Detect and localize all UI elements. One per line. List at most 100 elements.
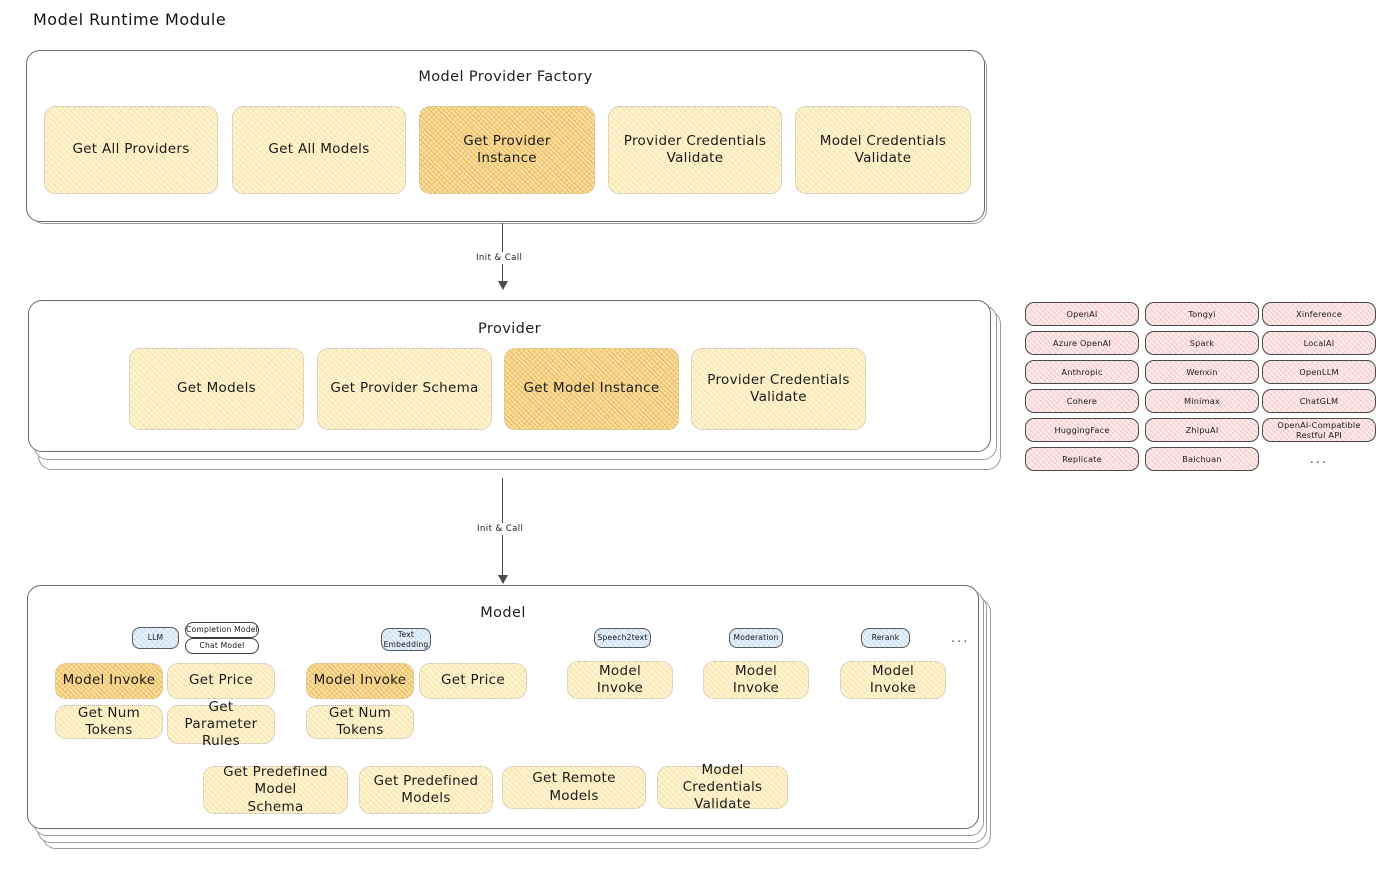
provider-chip-tongyi[interactable]: Tongyi (1145, 302, 1259, 326)
provider-node-get-model-instance[interactable]: Get Model Instance (504, 348, 679, 430)
node-label-line1: Provider Credentials (623, 132, 767, 149)
connector-1-arrowhead (498, 281, 508, 290)
provider-chip-openai[interactable]: OpenAI (1025, 302, 1139, 326)
chip-label: Tongyi (1188, 309, 1216, 319)
provider-chip-huggingface[interactable]: HuggingFace (1025, 418, 1139, 442)
model-text-embedding-node-get-num-tokens[interactable]: Get Num Tokens (306, 705, 414, 739)
provider-chip-wenxin[interactable]: Wenxin (1145, 360, 1259, 384)
model-shared-node-get-predefined-model-schema[interactable]: Get Predefined Model Schema (203, 764, 348, 815)
provider-title: Provider (478, 321, 541, 337)
node-label: Model Credentials Validate (820, 133, 946, 168)
node-label: Get Parameter Rules (174, 699, 268, 751)
node-label: Get Num Tokens (77, 704, 141, 738)
provider-chip-minimax[interactable]: Minimax (1145, 389, 1259, 413)
connector-2-arrowhead (498, 575, 508, 584)
node-label: Get Remote Models (532, 770, 616, 804)
node-label: Model Invoke (313, 672, 407, 689)
provider-chip-xinference[interactable]: Xinference (1262, 302, 1376, 326)
node-label: Get Price (441, 672, 505, 689)
provider-chip-openai-compatible-restful-api[interactable]: OpenAI-Compatible Restful API (1262, 418, 1376, 442)
node-label-line2: Instance (477, 150, 537, 166)
provider-chip-spark[interactable]: Spark (1145, 331, 1259, 355)
model-rerank-node-model-invoke[interactable]: Model Invoke (840, 661, 946, 699)
node-label: Model Invoke (869, 662, 917, 696)
node-label-line1: Get Predefined Model (223, 764, 328, 798)
chip-label: OpenAI-Compatible Restful API (1277, 420, 1361, 440)
model-llm-node-get-parameter-rules[interactable]: Get Parameter Rules (167, 699, 275, 749)
node-label: Get Provider Schema (330, 380, 479, 397)
model-llm-node-model-invoke[interactable]: Model Invoke (55, 663, 163, 699)
node-label: Model Invoke (596, 662, 644, 696)
provider-chip-azure-openai[interactable]: Azure OpenAI (1025, 331, 1139, 355)
provider-node-provider-credentials-validate[interactable]: Provider Credentials Validate (691, 348, 866, 430)
node-label-line2: Validate (854, 150, 912, 166)
badge-label-line1: Text (397, 630, 415, 640)
badge-label: Chat Model (199, 641, 245, 651)
model-moderation-node-model-invoke[interactable]: Model Invoke (703, 661, 809, 699)
model-group-subbadge-chat-model[interactable]: Chat Model (185, 638, 259, 654)
factory-node-get-all-models[interactable]: Get All Models (232, 106, 406, 194)
factory-node-provider-credentials-validate[interactable]: Provider Credentials Validate (608, 106, 782, 194)
factory-node-model-credentials-validate[interactable]: Model Credentials Validate (795, 106, 971, 194)
node-label: Get Provider Instance (463, 133, 551, 168)
provider-chip-zhipuai[interactable]: ZhipuAI (1145, 418, 1259, 442)
provider-chip-openllm[interactable]: OpenLLM (1262, 360, 1376, 384)
factory-node-get-provider-instance[interactable]: Get Provider Instance (419, 106, 595, 194)
node-label: Get Price (189, 672, 253, 689)
model-text-embedding-node-get-price[interactable]: Get Price (419, 663, 527, 699)
node-label: Get Predefined Models (374, 773, 479, 808)
node-label-line1: Model Credentials (819, 132, 947, 149)
node-label-line2: Validate (750, 389, 807, 405)
connector-2-label: Init & Call (473, 523, 528, 535)
chip-label: Cohere (1066, 396, 1098, 406)
model-group-subbadge-completion-model[interactable]: Completion Model (185, 622, 259, 638)
node-label-line1: Provider Credentials (707, 371, 850, 388)
chip-label: OpenAI (1066, 309, 1098, 319)
node-label-line2: Models (401, 790, 451, 806)
node-label-line1: Model Credentials (682, 761, 763, 795)
node-label: Provider Credentials Validate (624, 133, 766, 168)
model-group-badge-moderation[interactable]: Moderation (729, 628, 783, 648)
node-label: Get All Providers (72, 141, 190, 158)
model-group-badge-text-embedding[interactable]: Text Embedding (381, 628, 431, 651)
node-label: Provider Credentials Validate (707, 372, 849, 407)
node-label: Get Models (177, 380, 256, 397)
provider-chip-chatglm[interactable]: ChatGLM (1262, 389, 1376, 413)
node-label: Model Invoke (62, 672, 156, 689)
factory-node-get-all-providers[interactable]: Get All Providers (44, 106, 218, 194)
badge-label: Speech2text (597, 633, 648, 643)
provider-chip-localai[interactable]: LocalAI (1262, 331, 1376, 355)
badge-label: Moderation (733, 633, 779, 643)
node-label-line2: Rules (202, 733, 240, 750)
badge-label: Text Embedding (384, 630, 429, 649)
badge-label: Rerank (871, 633, 900, 643)
model-shared-node-model-credentials-validate[interactable]: Model Credentials Validate (657, 762, 788, 812)
provider-chip-more: ... (1262, 447, 1376, 471)
chip-label: Minimax (1183, 396, 1221, 406)
model-group-badge-speech2text[interactable]: Speech2text (594, 628, 651, 648)
chip-label: Xinference (1296, 309, 1342, 319)
provider-node-get-models[interactable]: Get Models (129, 348, 304, 430)
provider-node-get-provider-schema[interactable]: Get Provider Schema (317, 348, 492, 430)
factory-title: Model Provider Factory (418, 69, 593, 85)
node-label: Model Credentials Validate (664, 762, 781, 814)
chip-label: Anthropic (1061, 367, 1103, 377)
model-llm-node-get-num-tokens[interactable]: Get Num Tokens (55, 705, 163, 739)
provider-chip-cohere[interactable]: Cohere (1025, 389, 1139, 413)
model-group-badge-llm[interactable]: LLM (132, 627, 179, 649)
node-label: Model Invoke (732, 662, 780, 696)
model-groups-more-indicator: ... (951, 631, 970, 646)
model-llm-node-get-price[interactable]: Get Price (167, 663, 275, 699)
chip-label: ... (1309, 451, 1329, 467)
model-shared-node-get-predefined-models[interactable]: Get Predefined Models (359, 766, 493, 814)
model-speech2text-node-model-invoke[interactable]: Model Invoke (567, 661, 673, 699)
model-shared-node-get-remote-models[interactable]: Get Remote Models (502, 766, 646, 809)
node-label-line2: Schema (247, 798, 304, 815)
model-group-badge-rerank[interactable]: Rerank (861, 628, 910, 648)
provider-chip-replicate[interactable]: Replicate (1025, 447, 1139, 471)
node-label-line1: Get Parameter (184, 698, 258, 732)
provider-chip-baichuan[interactable]: Baichuan (1145, 447, 1259, 471)
connector-1-label: Init & Call (472, 252, 527, 264)
model-text-embedding-node-model-invoke[interactable]: Model Invoke (306, 663, 414, 699)
provider-chip-anthropic[interactable]: Anthropic (1025, 360, 1139, 384)
